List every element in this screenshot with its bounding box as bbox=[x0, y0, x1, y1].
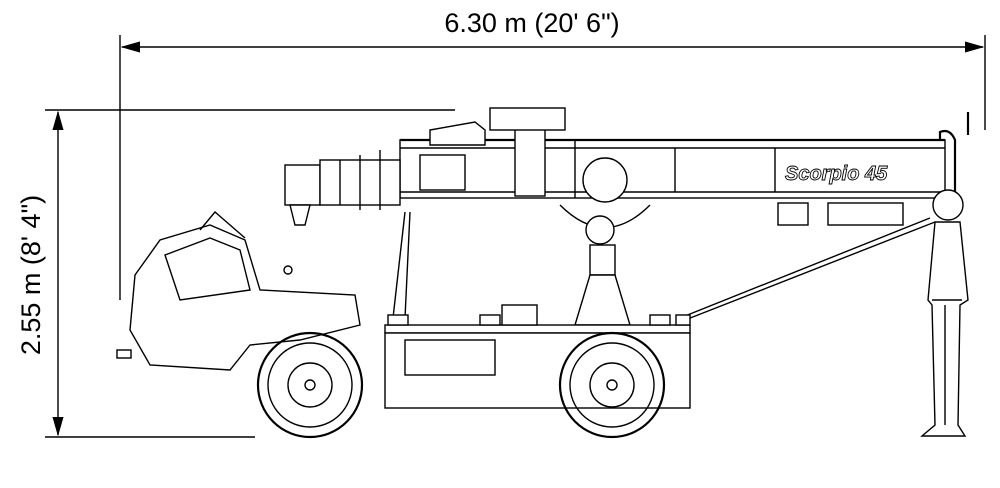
height-label: 2.55 m (8' 4") bbox=[16, 195, 46, 355]
mast-column bbox=[589, 244, 616, 276]
slew-bearing bbox=[582, 157, 628, 203]
outrigger-mount bbox=[649, 314, 671, 326]
rear-stay-line bbox=[679, 217, 931, 319]
front-stay-line bbox=[404, 211, 411, 319]
front-stay-line bbox=[392, 211, 406, 319]
outrigger-mount bbox=[675, 314, 691, 326]
boom-logo: Scorpio 45 bbox=[785, 163, 888, 185]
boom: Scorpio 45 bbox=[399, 107, 970, 226]
mast-base bbox=[574, 274, 631, 326]
chassis bbox=[384, 304, 691, 409]
rim bbox=[589, 362, 635, 408]
hub bbox=[304, 379, 316, 391]
height-dimension: 2.55 m (8' 4") bbox=[16, 109, 455, 438]
boom-control-box bbox=[419, 154, 466, 191]
winch-motor bbox=[284, 164, 321, 206]
tire-inner bbox=[267, 342, 353, 428]
rim bbox=[287, 362, 333, 408]
chassis-box bbox=[501, 304, 538, 326]
front-wheel bbox=[256, 331, 364, 439]
steering-wheel bbox=[199, 211, 246, 239]
boom-head bbox=[284, 150, 401, 226]
boom-main-section bbox=[399, 139, 946, 199]
cab-body bbox=[129, 224, 361, 371]
boom-bracket bbox=[514, 127, 546, 197]
rear-stay-line bbox=[679, 221, 936, 323]
outrigger-mount bbox=[479, 314, 501, 326]
cab-window bbox=[164, 237, 251, 301]
hub bbox=[606, 379, 618, 391]
pivot-joint bbox=[585, 215, 615, 245]
rear-box bbox=[777, 202, 809, 226]
mast bbox=[559, 157, 651, 326]
rear-wheel bbox=[558, 331, 666, 439]
person-scale-figure bbox=[920, 189, 969, 437]
hook-block bbox=[289, 204, 311, 226]
length-label: 6.30 m (20' 6") bbox=[444, 8, 619, 38]
front-hitch bbox=[116, 349, 132, 359]
person-head bbox=[932, 189, 964, 221]
outrigger-mount bbox=[387, 314, 409, 326]
tire bbox=[256, 331, 364, 439]
boom-hinge-plate bbox=[429, 121, 486, 146]
length-dimension: 6.30 m (20' 6") bbox=[119, 8, 986, 300]
tire bbox=[558, 331, 666, 439]
cab bbox=[116, 211, 361, 371]
tire-inner bbox=[569, 342, 655, 428]
chassis-panel bbox=[404, 339, 496, 376]
rear-control-panel bbox=[827, 202, 904, 226]
lever-knob bbox=[283, 265, 293, 275]
chassis-top-rail bbox=[384, 324, 691, 334]
boom-top-housing bbox=[489, 107, 566, 131]
